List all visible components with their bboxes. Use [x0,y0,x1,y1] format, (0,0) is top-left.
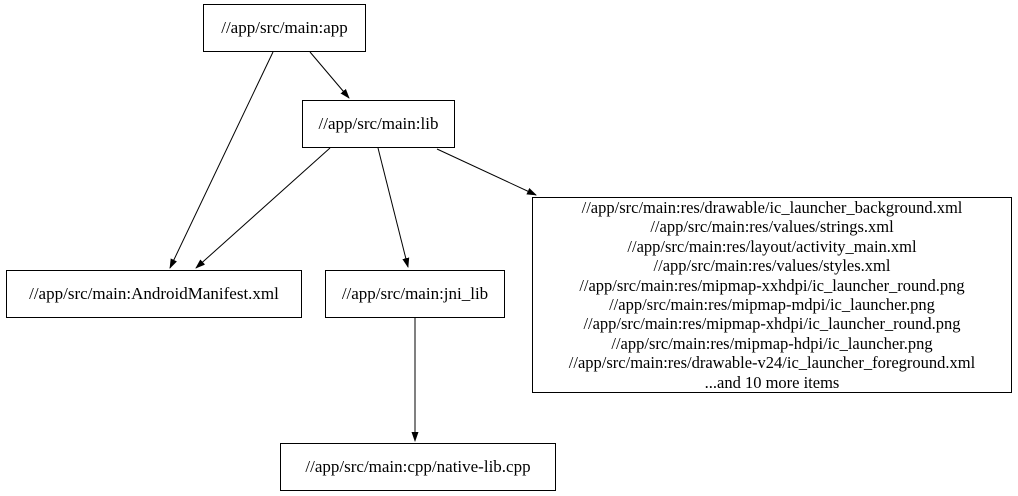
resource-item: //app/src/main:res/values/styles.xml [653,256,891,276]
resource-item: //app/src/main:res/mipmap-mdpi/ic_launch… [609,295,935,314]
node-lib-label: //app/src/main:lib [318,114,439,133]
resource-item: //app/src/main:res/values/strings.xml [650,217,894,237]
resource-item: //app/src/main:res/mipmap-xhdpi/ic_launc… [583,314,961,334]
edge-app-to-lib [309,51,350,99]
resource-item: //app/src/main:res/drawable/ic_launcher_… [581,197,963,217]
node-lib: //app/src/main:lib [302,100,455,148]
resource-item: //app/src/main:res/drawable-v24/ic_launc… [568,353,976,373]
resource-item: //app/src/main:res/mipmap-xxhdpi/ic_laun… [579,275,965,295]
resource-item: //app/src/main:res/mipmap-hdpi/ic_launch… [611,333,933,353]
node-resources-group: //app/src/main:res/drawable/ic_launcher_… [532,197,1012,393]
node-app: //app/src/main:app [203,4,366,52]
node-jni-lib-label: //app/src/main:jni_lib [341,284,489,303]
node-app-label: //app/src/main:app [221,18,348,37]
node-android-manifest-label: //app/src/main:AndroidManifest.xml [29,284,279,303]
resource-item: //app/src/main:res/layout/activity_main.… [627,236,917,256]
edge-lib-to-manifest [195,147,331,269]
node-jni-lib: //app/src/main:jni_lib [325,270,505,318]
node-native-lib-cpp-label: //app/src/main:cpp/native-lib.cpp [305,457,531,476]
edge-lib-to-resources [436,148,537,196]
node-android-manifest: //app/src/main:AndroidManifest.xml [6,270,302,318]
node-native-lib-cpp: //app/src/main:cpp/native-lib.cpp [280,443,556,491]
edge-lib-to-jni-lib [377,147,410,268]
resource-more-items: ...and 10 more items [704,372,840,392]
edge-app-to-manifest [169,51,274,269]
